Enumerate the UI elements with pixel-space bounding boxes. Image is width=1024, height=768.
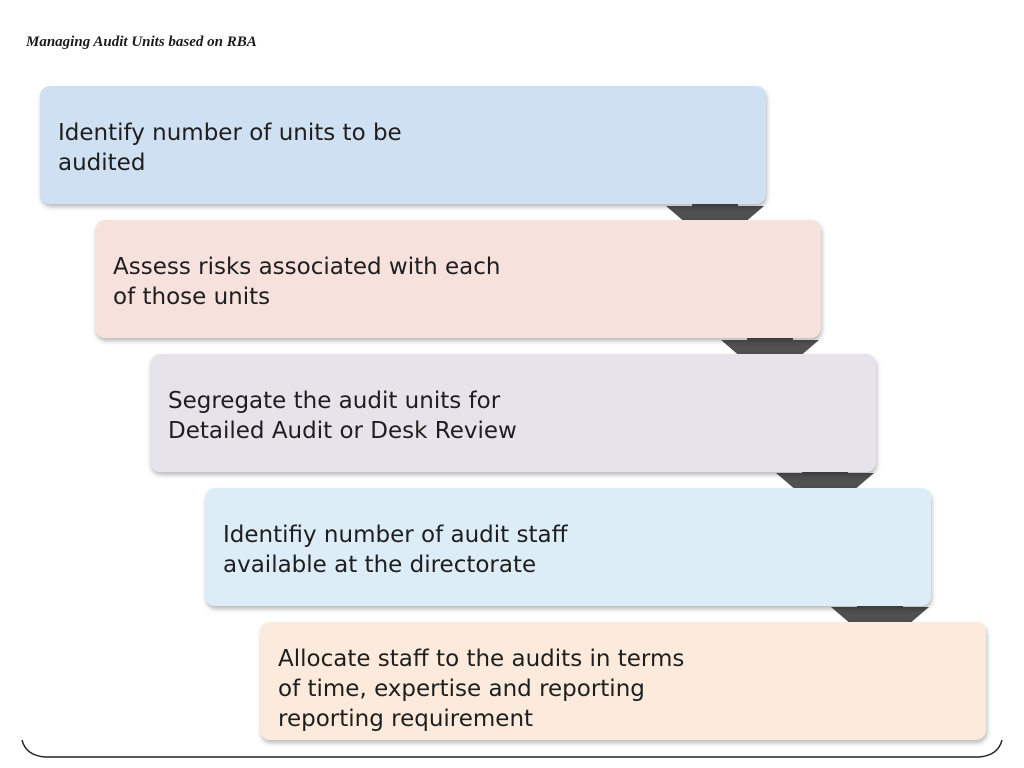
down-arrow-icon bbox=[776, 439, 874, 515]
down-arrow-icon bbox=[721, 306, 819, 382]
down-arrow-icon bbox=[831, 573, 929, 649]
down-arrow-icon bbox=[666, 172, 764, 248]
slide-title: Managing Audit Units based on RBA bbox=[26, 34, 257, 50]
